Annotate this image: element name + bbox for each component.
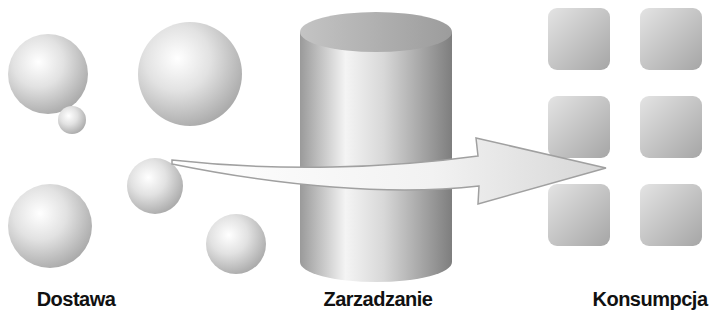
stage-label: Zarzadzanie — [324, 288, 433, 311]
supply-spheres — [8, 22, 266, 274]
storage-cylinder — [300, 12, 452, 282]
stage-label: Konsumpcja — [592, 288, 707, 311]
consumption-squares — [548, 8, 702, 246]
flow-arrow — [172, 138, 606, 204]
stage-label: Dostawa — [37, 288, 116, 311]
